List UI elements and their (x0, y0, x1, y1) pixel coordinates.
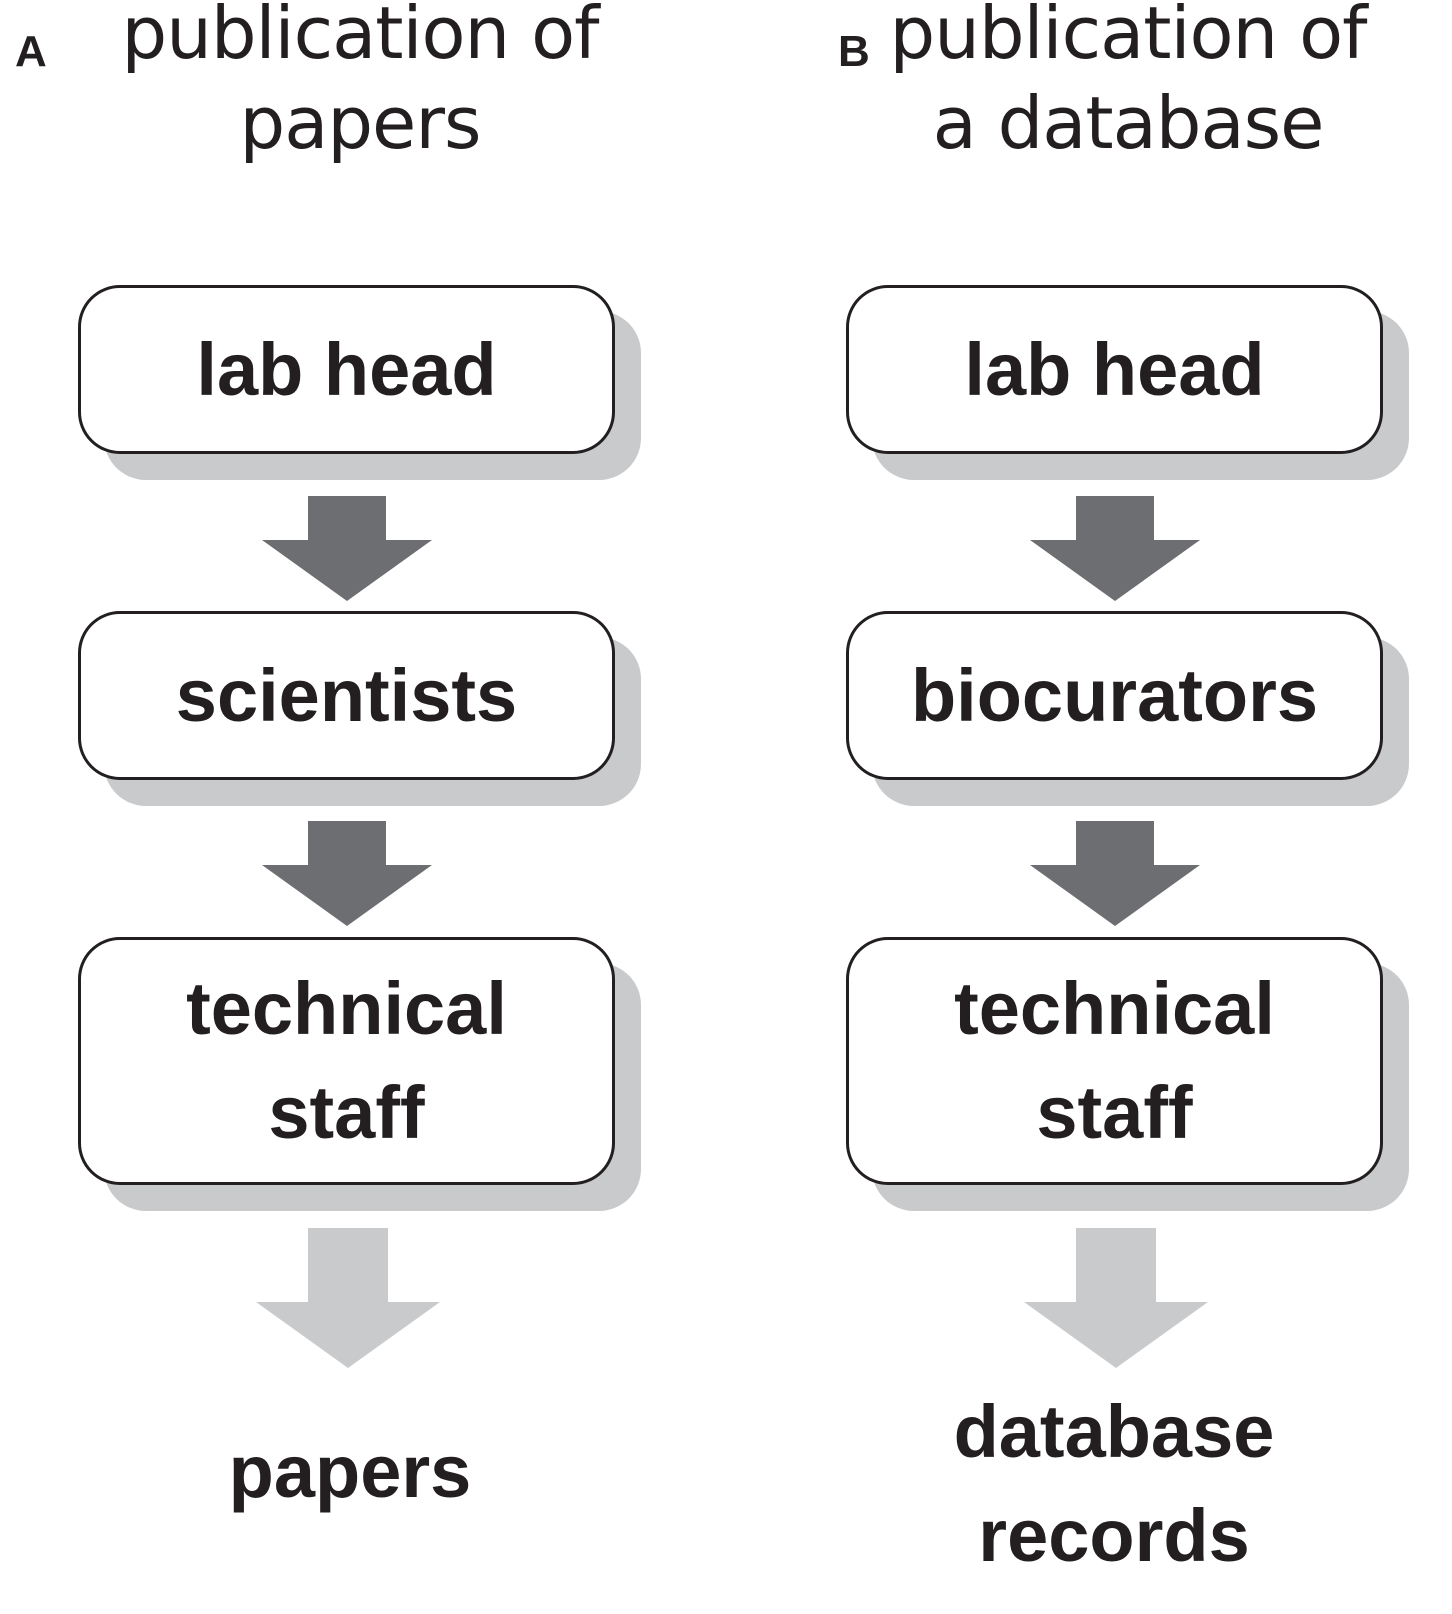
panel-b-arrow-down-icon-2 (1030, 821, 1200, 926)
panel-a-box-technical-staff-line2: staff (268, 1071, 425, 1154)
panel-b-box-technical-staff: technical staff (846, 937, 1383, 1185)
panel-a-box-lab-head: lab head (78, 285, 615, 454)
panel-b-letter: B (838, 27, 870, 76)
panel-b-arrow-down-icon-1 (1030, 496, 1200, 601)
panel-a-box-scientists: scientists (78, 611, 615, 780)
panel-b-output-line2: records (978, 1494, 1250, 1577)
panel-a-box-scientists-label: scientists (175, 653, 518, 737)
panel-a-box-technical-staff-line1: technical (186, 967, 507, 1050)
panel-b-title-line1: publication of (889, 0, 1368, 75)
panel-a-output: papers (100, 1420, 600, 1524)
panel-b-output-line1: database (953, 1390, 1275, 1473)
panel-a-output-line1: papers (228, 1430, 472, 1513)
panel-a-arrow-down-icon-2 (262, 821, 432, 926)
panel-a-title-line2: papers (239, 81, 482, 165)
panel-a-box-technical-staff: technical staff (78, 937, 615, 1185)
panel-a-letter: A (15, 27, 47, 76)
panel-b-output: database records (864, 1380, 1364, 1588)
panel-b-box-technical-staff-line2: staff (1036, 1071, 1193, 1154)
panel-b-box-technical-staff-line1: technical (954, 967, 1275, 1050)
panel-a-output-arrow-icon (256, 1228, 440, 1368)
panel-b-box-lab-head-label: lab head (964, 327, 1265, 411)
panel-a-arrow-down-icon-1 (262, 496, 432, 601)
panel-b-box-biocurators-label: biocurators (910, 653, 1319, 737)
panel-b-output-arrow-icon (1024, 1228, 1208, 1368)
panel-a-box-lab-head-label: lab head (196, 327, 497, 411)
panel-b-title-line2: a database (932, 81, 1325, 165)
panel-b-title: publication of a database (868, 0, 1388, 168)
panel-a-title: publication of papers (100, 0, 620, 168)
panel-b-box-biocurators: biocurators (846, 611, 1383, 780)
panel-b-box-lab-head: lab head (846, 285, 1383, 454)
panel-a-title-line1: publication of (121, 0, 600, 75)
